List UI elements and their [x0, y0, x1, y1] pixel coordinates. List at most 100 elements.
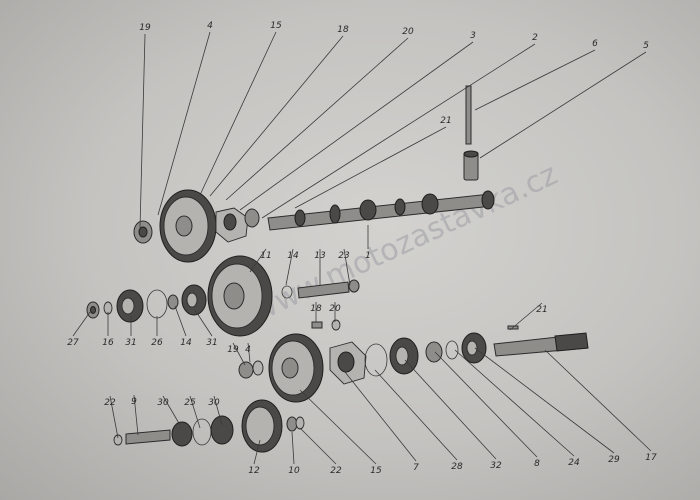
leader-line — [157, 31, 211, 216]
cam-lobe — [394, 198, 406, 216]
callout-number: 21 — [440, 116, 451, 126]
cam-gear-hub — [175, 215, 193, 237]
push-rod — [465, 85, 472, 145]
leader-line — [209, 35, 344, 197]
callout-number: 13 — [314, 251, 326, 261]
watermark-text: www.motozastavka.cz — [247, 157, 563, 329]
nut-part — [295, 416, 305, 430]
leader-line — [434, 351, 538, 458]
callout-number: 22 — [330, 466, 342, 476]
leader-line — [239, 41, 474, 211]
leader-line — [213, 395, 223, 426]
lower-gear-face — [245, 406, 275, 446]
leader-line — [343, 248, 351, 286]
nut-bore — [90, 306, 96, 314]
callout-number: 22 — [104, 398, 116, 408]
idler-shaft — [297, 281, 350, 299]
leader-line — [162, 395, 181, 426]
idler-gear-hub — [223, 282, 245, 310]
flange-bore — [223, 213, 237, 231]
shaft-cap — [348, 279, 360, 293]
callout-number: 9 — [131, 397, 137, 407]
leader-line — [509, 302, 543, 331]
leader-line — [299, 389, 377, 465]
callout-number: 31 — [125, 338, 136, 348]
leader-line — [261, 43, 536, 219]
callout-number: 1 — [365, 251, 371, 261]
leader-line — [294, 126, 447, 209]
leader-line — [374, 369, 458, 461]
washer-part — [113, 434, 123, 446]
leader-line — [299, 427, 337, 465]
callout-number: 12 — [248, 466, 260, 476]
leader-line — [291, 431, 295, 465]
callout-number: 19 — [227, 345, 239, 355]
leader-line — [249, 248, 267, 273]
bearing-inner — [395, 346, 409, 366]
leader-line — [479, 51, 647, 159]
lower-gear-assembly — [113, 399, 305, 453]
leader-line — [225, 37, 409, 201]
circlip-ring — [445, 340, 459, 360]
callout-number: 4 — [245, 345, 251, 355]
leader-line — [474, 49, 596, 111]
leader-line — [139, 33, 146, 229]
bushing-part — [238, 361, 254, 379]
bushing-bore — [138, 226, 148, 238]
leader-line — [285, 248, 294, 286]
leader-line — [199, 31, 277, 196]
cam-end — [481, 190, 495, 210]
output-shaft-assembly — [268, 325, 589, 403]
leader-line — [72, 311, 91, 337]
leader-line — [133, 394, 139, 436]
callout-number: 7 — [413, 463, 419, 473]
callout-number: 15 — [270, 21, 282, 31]
drive-gear-hub — [281, 357, 299, 379]
callout-number: 15 — [370, 466, 382, 476]
callout-number: 27 — [67, 338, 79, 348]
callout-number: 3 — [470, 31, 476, 41]
cam-lobe — [329, 204, 341, 224]
bearing-inner — [186, 292, 198, 308]
callout-number: 6 — [592, 39, 598, 49]
leader-line — [109, 395, 119, 439]
callout-number: 20 — [402, 27, 414, 37]
callout-number: 32 — [490, 461, 502, 471]
circlip-ring — [146, 289, 168, 319]
bearing-inner — [466, 340, 478, 356]
callout-number: 28 — [451, 462, 463, 472]
callout-number: 19 — [139, 23, 151, 33]
callout-number: 11 — [260, 251, 271, 261]
leader-line — [544, 349, 652, 452]
leader-line — [189, 395, 201, 429]
leader-line — [344, 371, 417, 462]
leader-line — [232, 342, 246, 366]
leader-line — [404, 359, 497, 460]
callout-number: 26 — [151, 338, 163, 348]
tappet-top — [463, 150, 479, 158]
shaft-splines — [554, 332, 589, 352]
bearing-inner — [121, 297, 135, 315]
middle-gear-assembly — [86, 255, 360, 379]
callout-number: 23 — [338, 251, 350, 261]
leader-line — [474, 347, 615, 454]
oring-part — [281, 285, 293, 299]
callout-number: 10 — [288, 466, 300, 476]
callout-number: 30 — [157, 398, 169, 408]
washer-part — [244, 208, 260, 228]
callout-number: 24 — [568, 458, 580, 468]
callout-number: 14 — [287, 251, 299, 261]
callout-number: 30 — [208, 398, 220, 408]
callout-number: 25 — [184, 398, 196, 408]
lower-shaft — [125, 429, 171, 445]
callout-number: 20 — [329, 304, 341, 314]
callout-number: 5 — [643, 41, 649, 51]
washer-part — [252, 360, 264, 376]
seal-ring — [364, 343, 388, 377]
leader-line — [253, 439, 261, 465]
callout-number: 18 — [337, 25, 349, 35]
cam-journal — [421, 193, 439, 215]
leader-line — [454, 349, 575, 457]
leader-line — [247, 342, 251, 363]
